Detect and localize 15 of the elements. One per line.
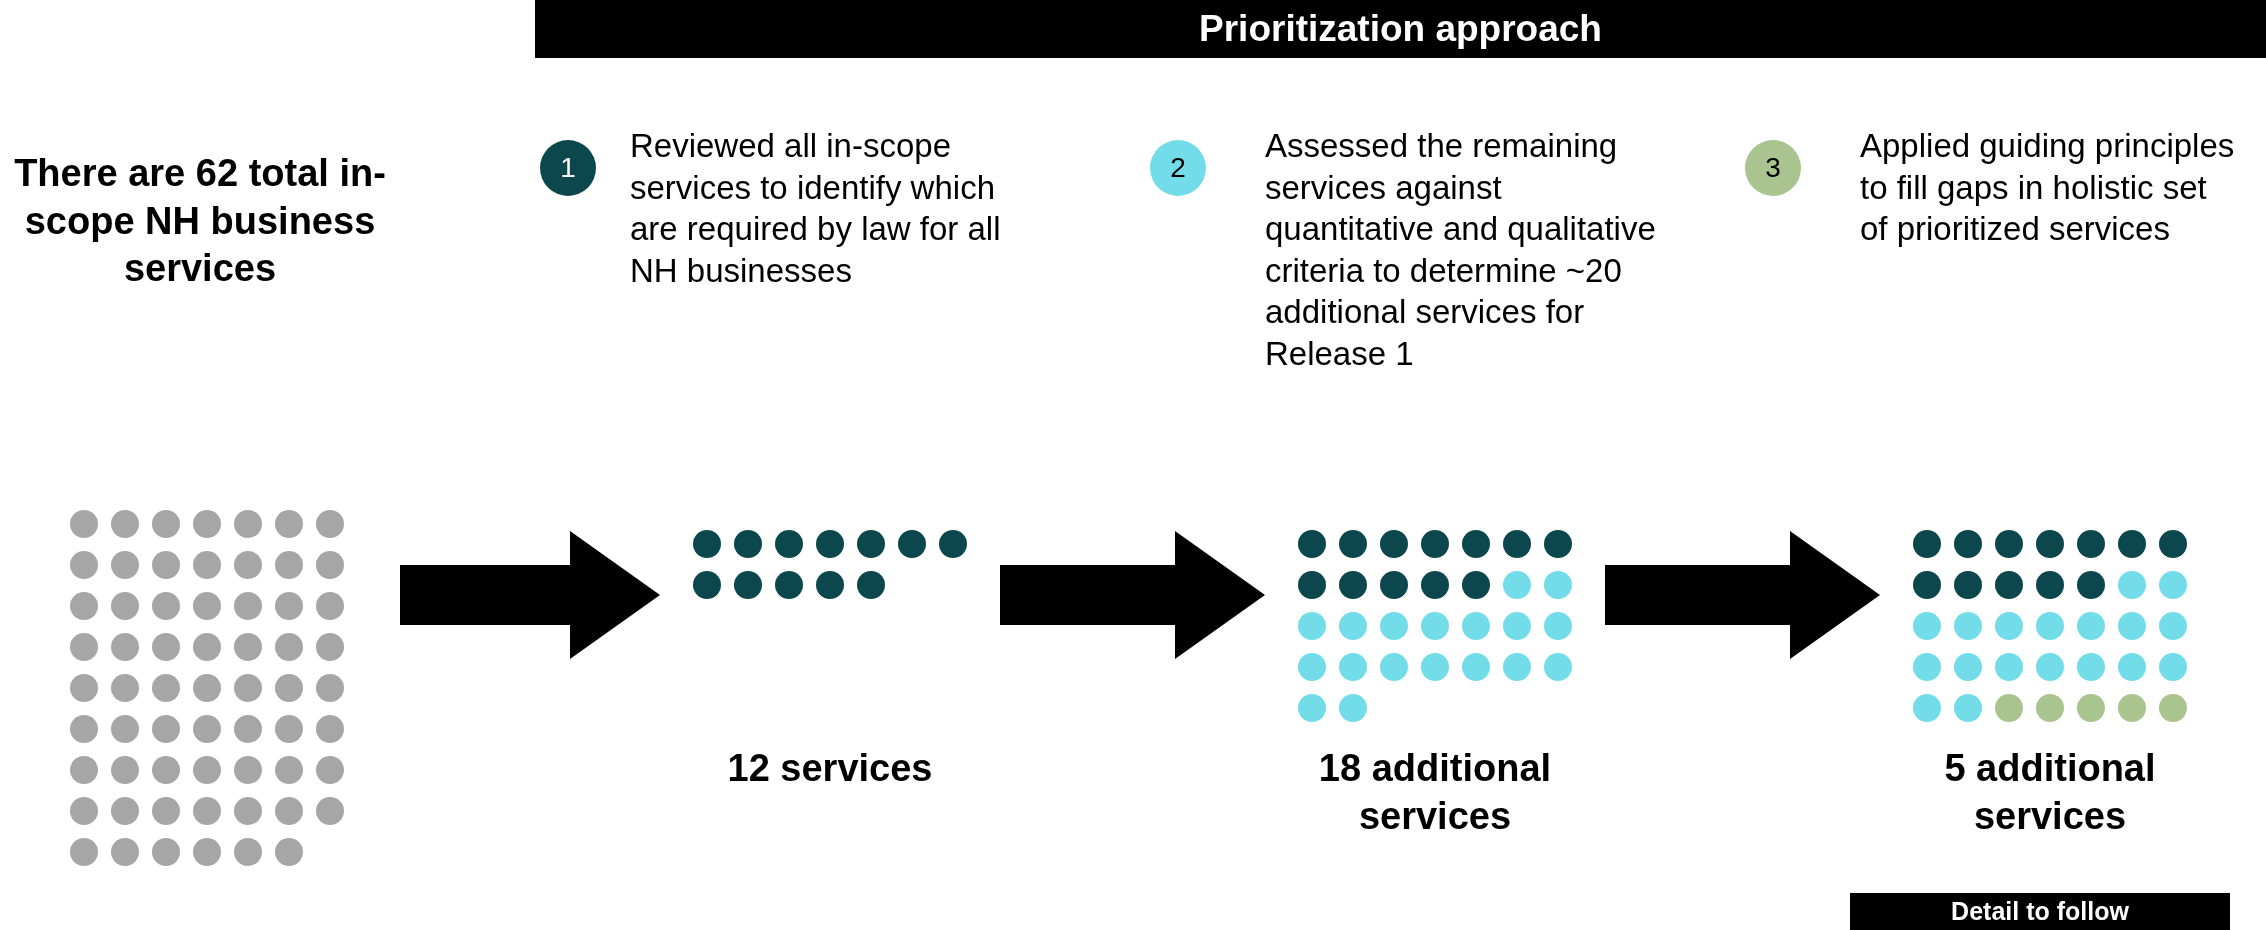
service-count-label: 12 services <box>726 746 934 791</box>
block-arrow <box>400 531 660 659</box>
service-count-label: 18 additional services <box>1317 746 1553 839</box>
step-number-circle: 2 <box>1150 140 1206 196</box>
step-number-circle: 3 <box>1745 140 1801 196</box>
note-tag: Detail to follow <box>1850 893 2230 930</box>
block-arrow <box>1605 531 1880 659</box>
service-count-label: 5 additional services <box>1943 746 2157 839</box>
step-description: Reviewed all in-scope services to identify which are required by law for all NH businesses <box>630 126 1002 291</box>
step-description: Assessed the remaining services against quantitative and qualitative criteria to determine ~20 additional services for Release 1 <box>1265 126 1657 374</box>
step-number-circle: 1 <box>540 140 596 196</box>
title-banner: Prioritization approach <box>535 0 2266 58</box>
step-description: Applied guiding principles to fill gaps in holistic set of prioritized services <box>1860 126 2236 250</box>
block-arrow <box>1000 531 1265 659</box>
heading: There are 62 total in-scope NH business services <box>13 151 387 291</box>
